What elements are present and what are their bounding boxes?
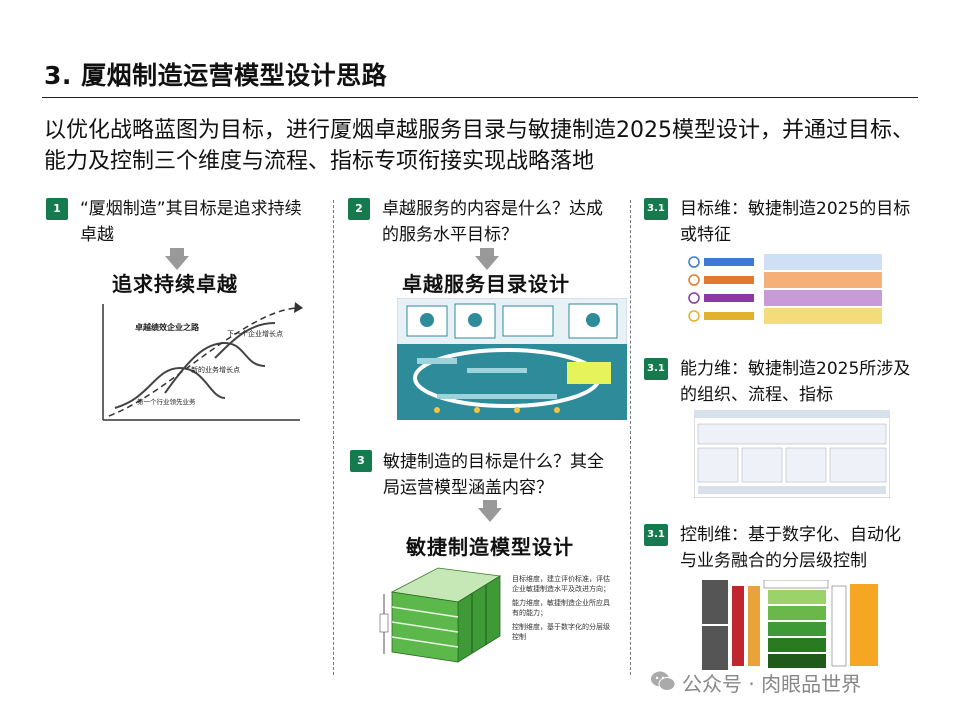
capability-dimension-diagram: [694, 410, 890, 498]
page-title: 3. 厦烟制造运营模型设计思路: [44, 61, 388, 90]
heading-sustain-excellence: 追求持续卓越: [112, 272, 238, 296]
service-catalog-diagram: [397, 298, 627, 420]
badge-3: 3: [350, 450, 372, 472]
question-2: 卓越服务的内容是什么？达成的服务水平目标？: [382, 199, 603, 245]
question-control-dimension: 控制维：基于数字化、自动化与业务融合的分层级控制: [680, 525, 901, 571]
badge-1: 1: [46, 198, 68, 220]
control-dimension-diagram: [702, 580, 878, 670]
chart-label-first: 第一个行业领先业务: [137, 397, 196, 406]
badge-3-1-target: 3.1: [644, 198, 668, 220]
target-dimension-diagram: [684, 248, 884, 330]
question-capability-dimension: 能力维：敏捷制造2025所涉及的组织、流程、指标: [680, 359, 911, 405]
agile-model-cube: [379, 567, 502, 663]
column-divider-2: [630, 200, 631, 675]
chart-label-top: 卓越绩效企业之路: [135, 322, 200, 332]
question-3: 敏捷制造的目标是什么？其全局运营模型涵盖内容？: [383, 452, 604, 498]
question-1: “厦烟制造”其目标是追求持续卓越: [80, 199, 302, 245]
wechat-icon: [651, 671, 676, 691]
title-rule: [42, 97, 918, 98]
down-arrow-icon: [478, 500, 502, 522]
cube-bullet-3: 控制维度，基于数字化的分层级控制: [512, 623, 610, 641]
heading-agile-model: 敏捷制造模型设计: [406, 535, 574, 559]
question-target-dimension: 目标维：敏捷制造2025的目标或特征: [680, 199, 911, 245]
down-arrow-icon: [165, 248, 189, 270]
heading-service-catalog: 卓越服务目录设计: [402, 272, 570, 296]
cube-bullet-list: 目标维度，建立评价标准，评估企业敏捷制造水平及改进方向； 能力维度，敏捷制造企业…: [512, 574, 616, 642]
cube-bullet-2: 能力维度，敏捷制造企业所应具有的能力；: [512, 599, 610, 617]
chart-label-new: 新的业务增长点: [191, 365, 240, 374]
cube-bullet-1: 目标维度，建立评价标准，评估企业敏捷制造水平及改进方向；: [512, 575, 610, 593]
down-arrow-icon: [475, 248, 499, 270]
chart-label-next: 下一个企业增长点: [227, 329, 283, 338]
badge-2: 2: [348, 198, 370, 220]
growth-curve-chart: 卓越绩效企业之路 下一个企业增长点 新的业务增长点 第一个行业领先业务: [102, 302, 303, 421]
column-divider-1: [333, 200, 334, 675]
badge-3-1-capability: 3.1: [644, 358, 668, 380]
page-subtitle: 以优化战略蓝图为目标，进行厦烟卓越服务目录与敏捷制造2025模型设计，并通过目标…: [44, 118, 914, 174]
badge-3-1-control: 3.1: [644, 524, 668, 546]
watermark-text: 公众号 · 肉眼品世界: [682, 672, 862, 696]
